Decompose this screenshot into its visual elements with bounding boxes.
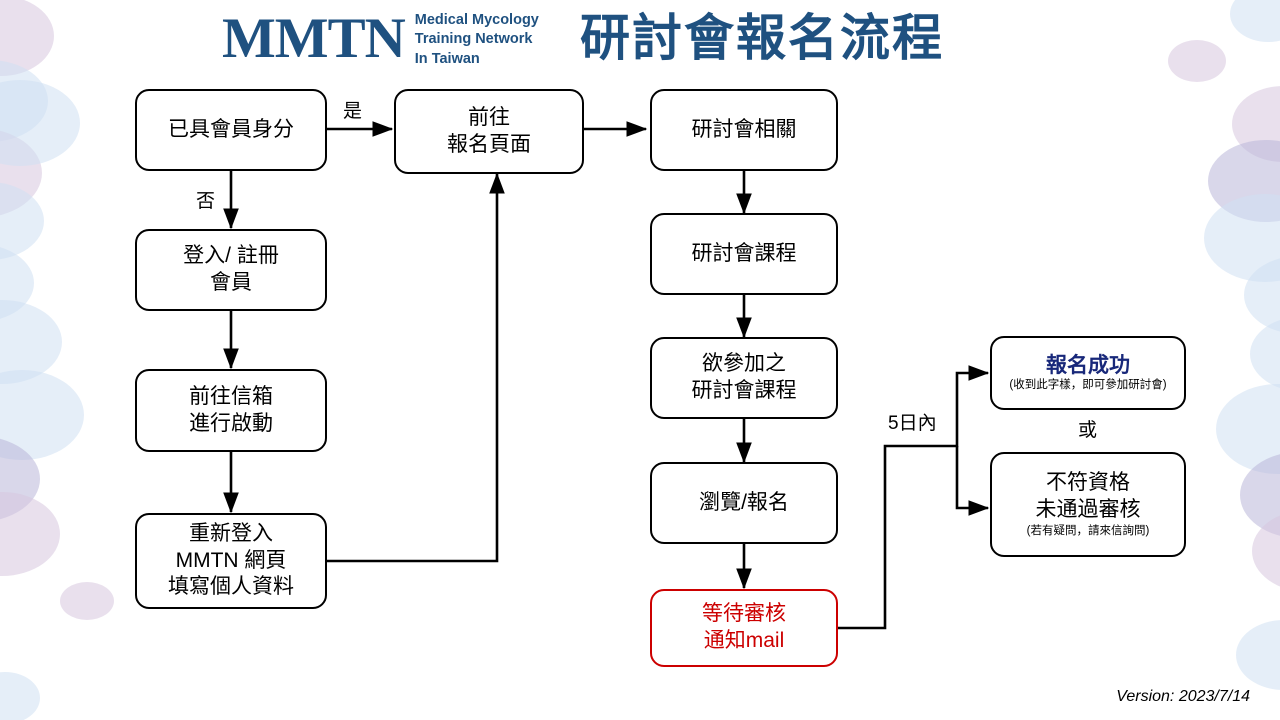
node-login-register[interactable]: 登入/ 註冊 會員 bbox=[135, 229, 327, 311]
node-browse-signup[interactable]: 瀏覽/報名 bbox=[650, 462, 838, 544]
node-line: 欲參加之 bbox=[702, 352, 786, 376]
edge-label-no: 否 bbox=[196, 191, 216, 212]
node-await-review[interactable]: 等待審核 通知mail bbox=[650, 589, 838, 667]
node-line: 通知mail bbox=[703, 629, 785, 652]
edge-label-within-5-days: 5日內 bbox=[888, 413, 937, 434]
node-line: 不符資格 bbox=[1046, 471, 1130, 495]
logo-tagline-line: Training Network bbox=[414, 31, 533, 48]
node-go-signup-page[interactable]: 前往 報名頁面 bbox=[394, 89, 584, 174]
node-desired-course[interactable]: 欲參加之 研討會課程 bbox=[650, 337, 838, 419]
node-line: 填寫個人資料 bbox=[168, 575, 294, 599]
logo-tagline: Medical Mycology Training Network In Tai… bbox=[415, 8, 539, 69]
node-line: 進行啟動 bbox=[189, 411, 273, 435]
node-line: 未通過審核 bbox=[1035, 498, 1141, 522]
node-line: 研討會相關 bbox=[691, 117, 797, 141]
node-not-qualified[interactable]: 不符資格 未通過審核 (若有疑問，請來信詢問) bbox=[990, 452, 1186, 557]
node-line: 研討會課程 bbox=[691, 241, 797, 265]
node-line: 重新登入 bbox=[189, 521, 273, 545]
node-has-membership[interactable]: 已具會員身分 bbox=[135, 89, 327, 171]
node-seminar-course[interactable]: 研討會課程 bbox=[650, 213, 838, 295]
node-seminar-related[interactable]: 研討會相關 bbox=[650, 89, 838, 171]
mmtn-logo: MMTN Medical Mycology Training Network I… bbox=[222, 8, 539, 69]
node-line: 報名頁面 bbox=[447, 132, 531, 156]
node-line: 已具會員身分 bbox=[168, 117, 294, 141]
node-line: 前往信箱 bbox=[189, 384, 273, 408]
node-line: 瀏覽/報名 bbox=[699, 490, 789, 514]
node-relogin-fill-profile[interactable]: 重新登入 MMTN 網頁 填寫個人資料 bbox=[135, 513, 327, 609]
node-line: 登入/ 註冊 bbox=[183, 244, 279, 268]
node-line: MMTN 網頁 bbox=[175, 548, 287, 572]
edge-relogin-to-signup-page bbox=[327, 172, 505, 563]
edge-await-to-rejected bbox=[955, 446, 990, 516]
node-line: 會員 bbox=[210, 271, 252, 294]
node-go-mailbox[interactable]: 前往信箱 進行啟動 bbox=[135, 369, 327, 452]
node-note: (收到此字樣，即可參加研討會) bbox=[1009, 379, 1167, 392]
logo-tagline-line: Medical Mycology bbox=[414, 12, 539, 28]
page-title: 研討會報名流程 bbox=[580, 10, 944, 66]
version-label: Version: 2023/7/14 bbox=[1116, 688, 1250, 705]
edge-await-to-success bbox=[838, 365, 990, 630]
node-line-emphasis: 報名成功 bbox=[1046, 354, 1130, 377]
node-signup-success[interactable]: 報名成功 (收到此字樣，即可參加研討會) bbox=[990, 336, 1186, 410]
slide-header: MMTN Medical Mycology Training Network I… bbox=[0, 0, 1280, 80]
edge-label-or: 或 bbox=[1078, 420, 1098, 441]
logo-wordmark: MMTN bbox=[222, 6, 406, 70]
node-line: 研討會課程 bbox=[691, 379, 797, 402]
node-note: (若有疑問，請來信詢問) bbox=[1026, 524, 1150, 537]
node-line: 前往 bbox=[468, 105, 510, 129]
edge-label-yes: 是 bbox=[343, 101, 363, 122]
node-line: 等待審核 bbox=[702, 602, 786, 626]
logo-tagline-line: In Taiwan bbox=[414, 50, 480, 67]
